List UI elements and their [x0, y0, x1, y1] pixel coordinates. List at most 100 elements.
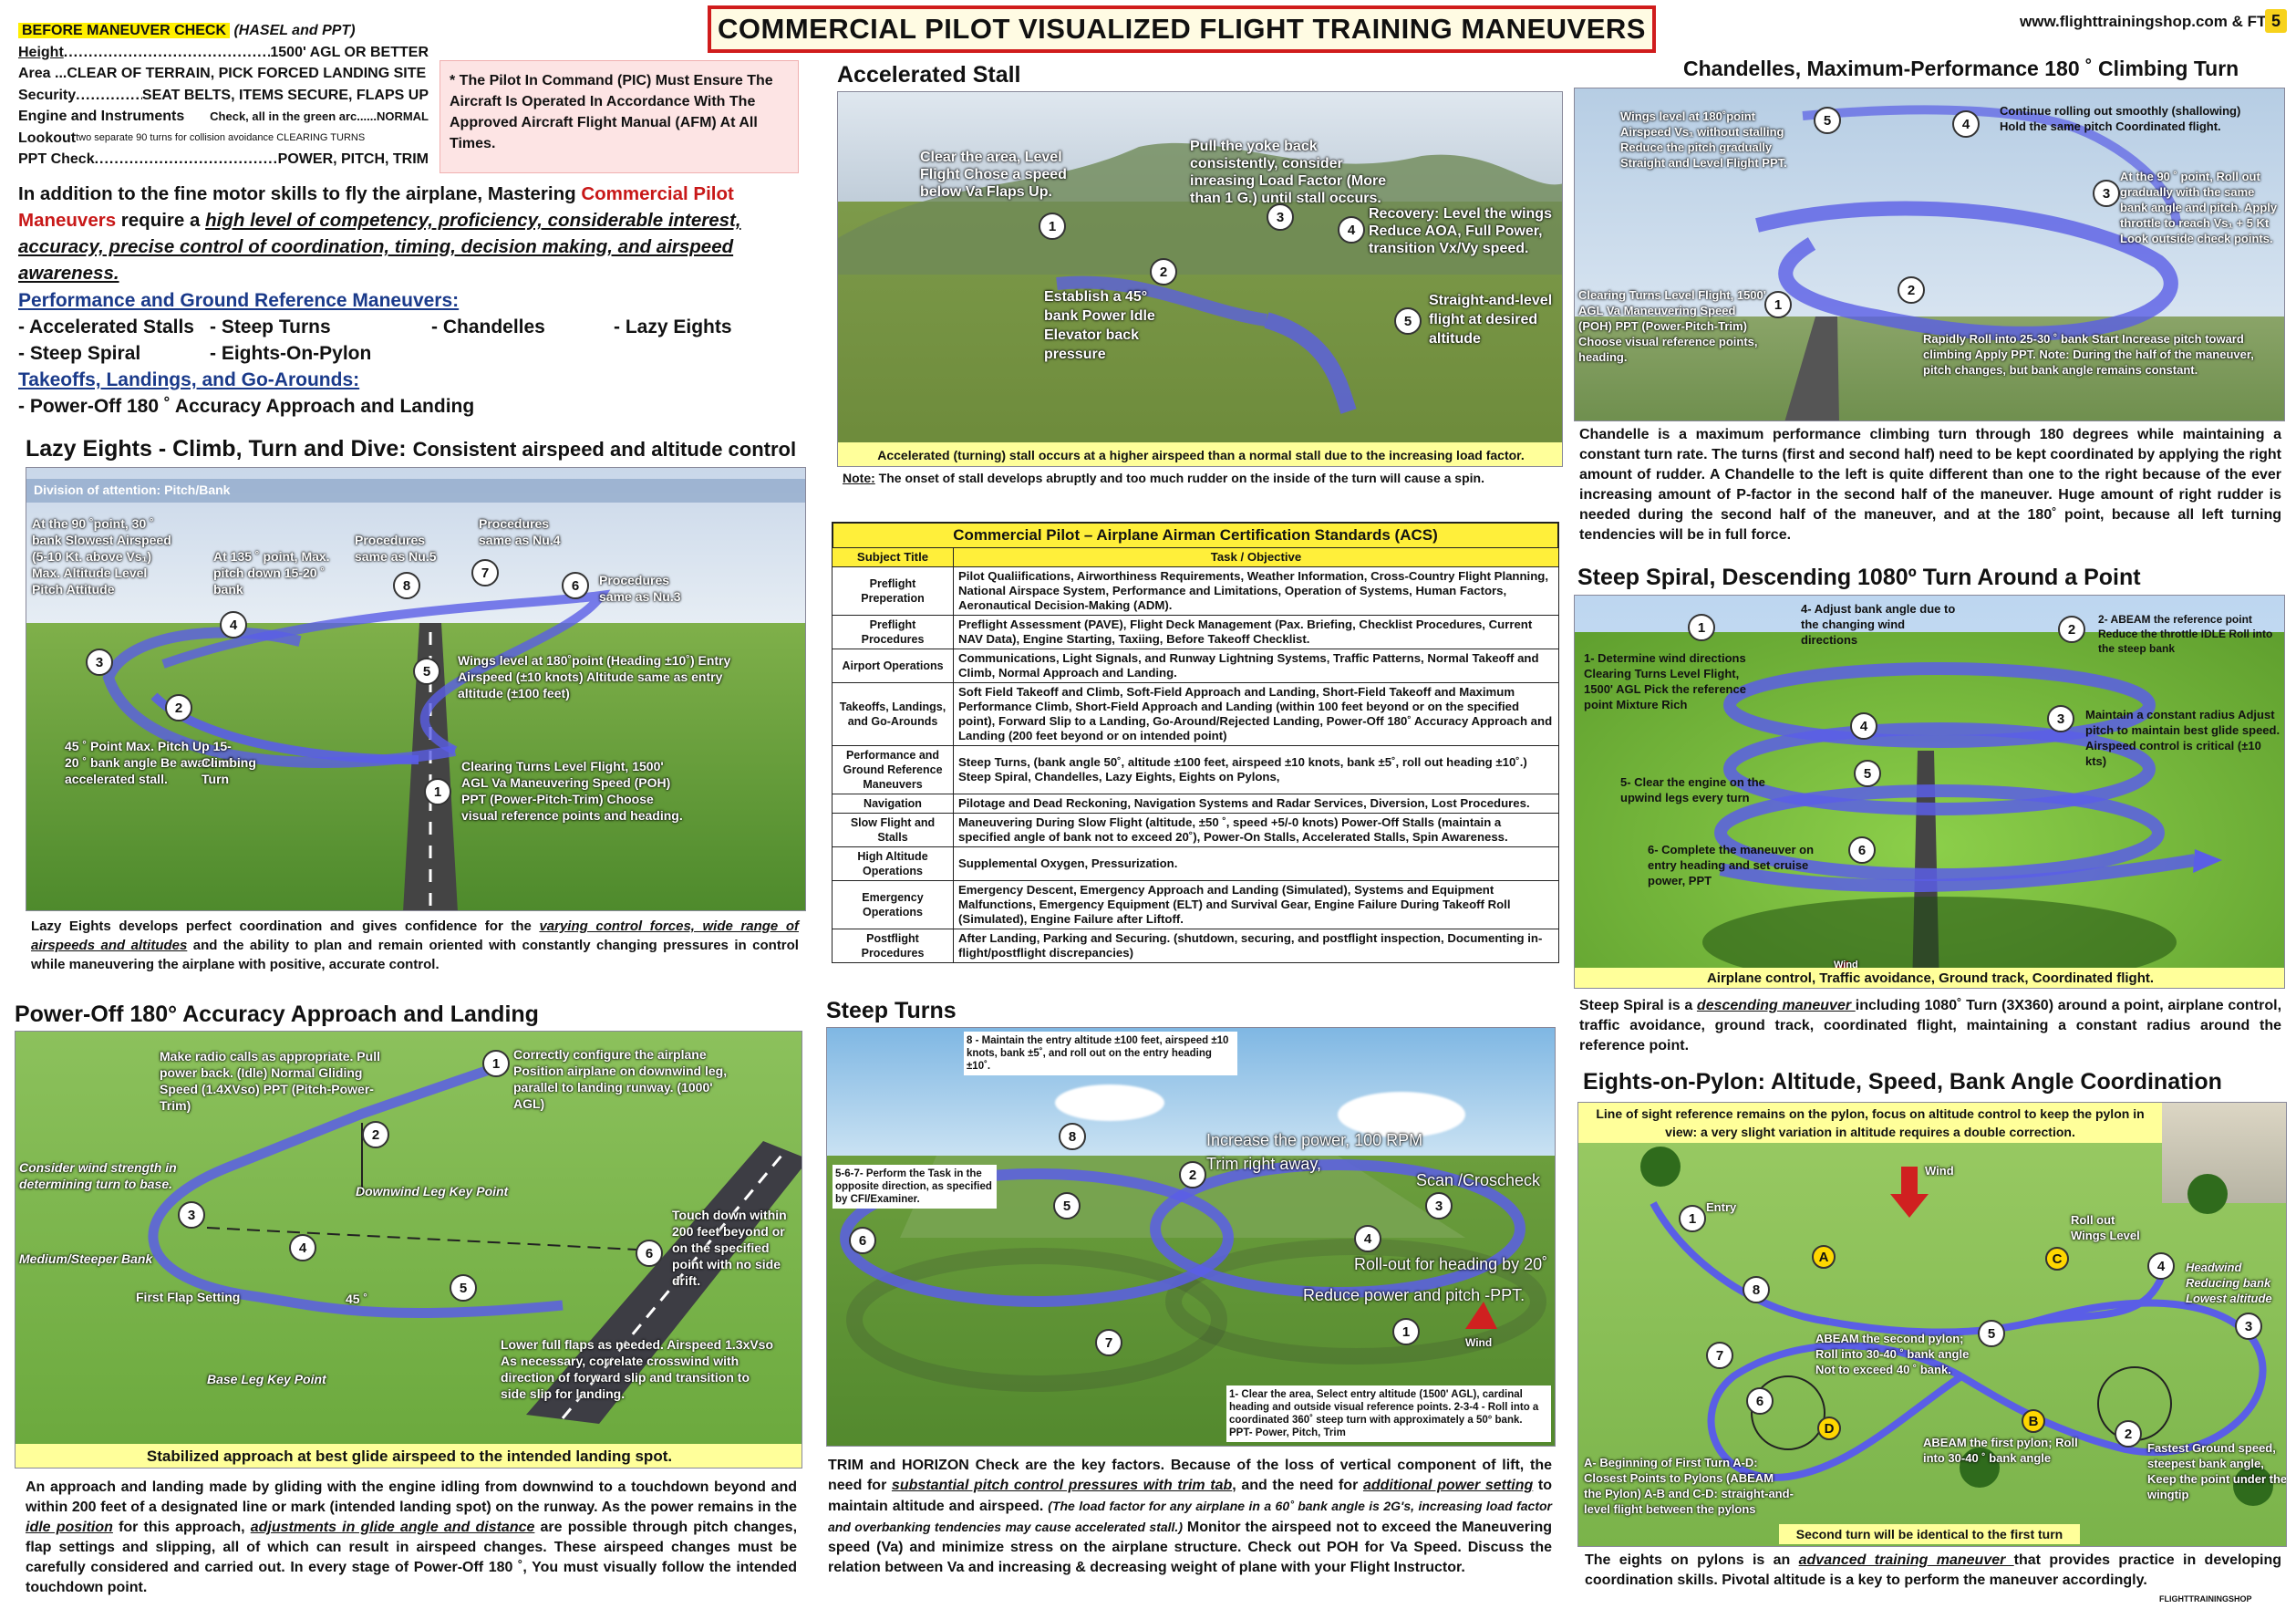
step-marker: 1: [1679, 1205, 1706, 1232]
step-marker: 7: [1706, 1342, 1733, 1369]
chandelles-title: Chandelles, Maximum-Performance 180 ˚ Cl…: [1683, 57, 2239, 80]
step-marker: 7: [471, 559, 499, 586]
diagram-label: Correctly configure the airplane Positio…: [513, 1047, 728, 1111]
diagram-label: Reduce power and pitch -PPT.: [1303, 1286, 1525, 1304]
power-off-title: Power-Off 180° Accuracy Approach and Lan…: [15, 1001, 539, 1027]
step-marker: C: [2045, 1247, 2069, 1271]
diagram-label: 2- ABEAM the reference point Reduce the …: [2098, 613, 2273, 655]
step-marker: 3: [2235, 1313, 2262, 1340]
diagram-label: At the 90 ˚point, 30 ˚ bank Slowest Airs…: [32, 516, 171, 597]
checklist-row: Height..................................…: [18, 44, 429, 60]
diagram-label: Climbing Turn: [202, 755, 256, 786]
diagram-label: 45 ˚ Point Max. Pitch Up 15-20 ˚ bank an…: [65, 739, 233, 786]
accelerated-stall-title: Accelerated Stall: [837, 62, 1021, 88]
step-marker: 2: [165, 694, 192, 721]
step-marker: 5: [1854, 760, 1881, 787]
diagram-label: 4- Adjust bank angle due to the changing…: [1801, 602, 1956, 647]
step-marker: 4: [220, 611, 247, 638]
checklist-row: Engine and Instruments Check, all in the…: [18, 109, 429, 124]
step-marker: 5: [450, 1274, 477, 1302]
steep-turns-title: Steep Turns: [826, 998, 957, 1023]
table-row: Performance and Ground Reference Maneuve…: [832, 745, 1559, 794]
step-marker: 1: [424, 778, 451, 805]
diagram-label: Clear the area, Level Flight Chose a spe…: [920, 150, 1067, 200]
diagram-label: Trim right away,: [1206, 1155, 1322, 1173]
step-marker: 5: [1814, 107, 1841, 134]
step-marker: 5: [1978, 1320, 2005, 1347]
steep-turns-description: TRIM and HORIZON Check are the key facto…: [828, 1458, 1553, 1575]
diagram-label: Lower full flaps as needed. Airspeed 1.3…: [501, 1337, 774, 1401]
step-marker: 3: [178, 1201, 205, 1229]
power-off-description: An approach and landing made by gliding …: [26, 1479, 798, 1595]
diagram-label: ABEAM the first pylon; Roll into 30-40 ˚…: [1923, 1436, 2078, 1465]
step-marker: 4: [1354, 1225, 1381, 1252]
diagram-label: 45 ˚: [346, 1292, 368, 1306]
diagram-label: Pull the yoke back consistently, conside…: [1190, 139, 1387, 206]
step-marker: 3: [1425, 1192, 1453, 1219]
diagram-label: Increase the power, 100 RPM: [1206, 1131, 1423, 1149]
step-marker: 5: [413, 658, 440, 685]
step-marker: D: [1817, 1417, 1841, 1440]
diagram-label: Entry: [1706, 1200, 1737, 1214]
diagram-label: 5- Clear the engine on the upwind legs e…: [1620, 775, 1765, 804]
steep-spiral-illustration: 1 2 3 4 5 6 1- Determine wind directions…: [1574, 595, 2285, 989]
eights-on-pylon-illustration: Line of sight reference remains on the p…: [1577, 1102, 2287, 1547]
accelerated-stall-caption: Accelerated (turning) stall occurs at a …: [838, 442, 1562, 466]
diagram-label: Fastest Ground speed, steepest bank angl…: [2147, 1441, 2287, 1501]
division-banner: Division of attention: Pitch/Bank: [26, 479, 805, 503]
power-off-caption: Stabilized approach at best glide airspe…: [16, 1444, 802, 1468]
step-marker: 7: [1095, 1329, 1122, 1356]
maneuver-lists: Performance and Ground Reference Maneuve…: [18, 287, 804, 420]
diagram-label: Consider wind strength in determining tu…: [19, 1160, 177, 1191]
steep-spiral-title: Steep Spiral, Descending 1080º Turn Arou…: [1577, 565, 2141, 590]
step-marker: 6: [562, 572, 589, 599]
step-marker: 4: [1850, 712, 1877, 740]
diagram-label: First Flap Setting: [136, 1290, 241, 1304]
step-marker: 3: [2047, 705, 2074, 732]
step-marker: 1: [1688, 614, 1715, 641]
diagram-label: Continue rolling out smoothly (shallowin…: [2000, 104, 2241, 133]
diagram-label: 1- Determine wind directions Clearing Tu…: [1584, 651, 1746, 711]
eights-on-pylon-description: The eights on pylons is an advanced trai…: [1585, 1552, 2282, 1588]
diagram-label: Rapidly Roll into 25-30 ˚ bank Start Inc…: [1923, 332, 2254, 377]
chandelles-description: Chandelle is a maximum performance climb…: [1579, 427, 2281, 543]
step-marker: 2: [1150, 258, 1177, 285]
diagram-label: Procedures same as Nu.3: [599, 573, 681, 604]
website-link[interactable]: www.flighttrainingshop.com & FTS: [2020, 13, 2277, 30]
lazy-eights-title: Lazy Eights - Climb, Turn and Dive: Cons…: [26, 436, 797, 462]
pylon-banner: Line of sight reference remains on the p…: [1578, 1103, 2162, 1143]
checklist-row: Security ..............SEAT BELTS, ITEMS…: [18, 87, 429, 103]
step-marker: B: [2022, 1409, 2045, 1433]
takeoffs-heading: Takeoffs, Landings, and Go-Arounds:: [18, 369, 360, 390]
step-marker: 3: [2093, 180, 2120, 207]
step-marker: 1: [1392, 1318, 1420, 1345]
checklist-row: PPT Check ..............................…: [18, 151, 429, 167]
steep-turns-illustration: 1 2 3 4 5 6 7 8 8 - Maintain the entry a…: [826, 1027, 1556, 1447]
diagram-label: A- Beginning of First Turn A-D: Closest …: [1584, 1456, 1794, 1516]
accelerated-stall-illustration: 1 2 3 4 5 Clear the area, Level Flight C…: [837, 91, 1563, 467]
step-marker: A: [1812, 1245, 1836, 1269]
diagram-label: Roll out Wings Level: [2071, 1213, 2140, 1242]
pylon-caption: Second turn will be identical to the fir…: [1779, 1524, 2080, 1544]
step-marker: 8: [1743, 1276, 1770, 1303]
step-marker: 2: [362, 1121, 389, 1148]
lazy-eights-description: Lazy Eights develops perfect coordinatio…: [31, 918, 799, 972]
eights-on-pylon-title: Eights-on-Pylon: Altitude, Speed, Bank A…: [1583, 1069, 2222, 1095]
step-marker: 8: [1059, 1123, 1086, 1150]
diagram-label: Roll-out for heading by 20˚: [1354, 1255, 1548, 1273]
diagram-label: Medium/Steeper Bank: [19, 1251, 153, 1266]
step-marker: 2: [2115, 1420, 2142, 1448]
diagram-label: 8 - Maintain the entry altitude ±100 fee…: [964, 1032, 1237, 1075]
diagram-label: Clearing Turns Level Flight, 1500' AGL V…: [1578, 288, 1766, 364]
step-marker: 4: [2147, 1252, 2175, 1280]
page-number-badge: 5: [2265, 9, 2287, 33]
diagram-label: Wings level at 180˚point (Heading ±10˚) …: [458, 653, 731, 701]
step-marker: 6: [1848, 836, 1876, 864]
